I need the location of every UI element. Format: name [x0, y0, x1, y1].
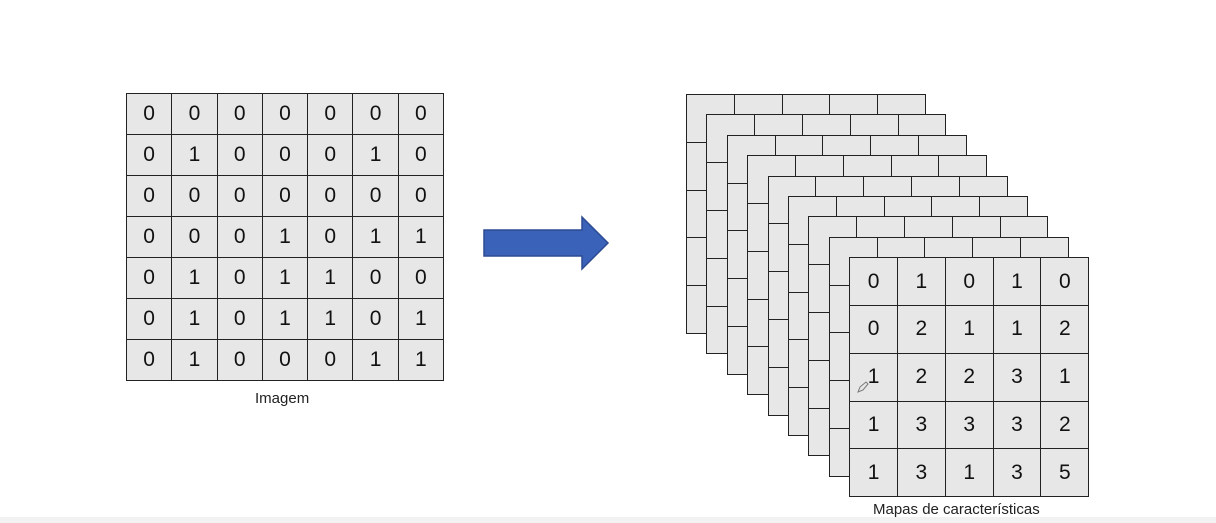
image-cell: 0	[171, 175, 218, 217]
image-cell: 0	[216, 175, 263, 217]
image-cell: 1	[397, 339, 445, 381]
feature-map-cell: 1	[944, 304, 994, 354]
image-cell: 0	[125, 175, 173, 217]
image-cell: 0	[125, 93, 173, 135]
feature-map-cell: 1	[1040, 352, 1090, 402]
image-cell: 0	[307, 339, 354, 381]
feature-map-cell: 1	[849, 352, 898, 402]
image-cell: 1	[352, 134, 399, 176]
image-cell: 0	[352, 93, 399, 135]
image-cell: 1	[352, 339, 399, 381]
feature-map-cell: 1	[849, 400, 898, 450]
feature-map-cell: 2	[1040, 304, 1090, 354]
image-cell: 1	[171, 257, 218, 299]
image-cell: 1	[171, 134, 218, 176]
image-cell: 1	[261, 257, 309, 299]
feature-map-cell: 5	[1040, 448, 1090, 498]
image-caption: Imagem	[255, 390, 310, 407]
image-cell: 1	[171, 339, 218, 381]
feature-map-cell: 1	[849, 448, 898, 498]
image-cell: 0	[307, 216, 354, 258]
feature-map-cell: 3	[992, 352, 1042, 402]
image-cell: 0	[352, 257, 399, 299]
image-cell: 0	[125, 216, 173, 258]
pen-cursor-icon	[857, 381, 869, 393]
feature-maps-caption: Mapas de características	[873, 501, 1040, 518]
image-cell: 0	[397, 257, 445, 299]
feature-map-cell: 1	[896, 257, 946, 306]
image-cell: 0	[307, 134, 354, 176]
feature-map-cell: 2	[1040, 400, 1090, 450]
image-cell: 0	[216, 134, 263, 176]
image-cell: 0	[125, 298, 173, 340]
image-cell: 0	[171, 93, 218, 135]
image-cell: 0	[307, 93, 354, 135]
image-cell: 0	[171, 216, 218, 258]
image-cell: 0	[125, 257, 173, 299]
image-cell: 1	[397, 298, 445, 340]
image-cell: 0	[216, 257, 263, 299]
image-cell: 0	[352, 298, 399, 340]
image-cell: 0	[125, 339, 173, 381]
feature-map-cell: 3	[896, 400, 946, 450]
feature-map-cell: 2	[896, 304, 946, 354]
image-cell: 1	[397, 216, 445, 258]
feature-map-cell: 3	[992, 448, 1042, 498]
bottom-strip	[0, 517, 1216, 523]
image-cell: 1	[307, 257, 354, 299]
feature-map-cell: 0	[849, 257, 898, 306]
image-cell: 1	[352, 216, 399, 258]
feature-map-cell: 1	[992, 304, 1042, 354]
image-cell: 0	[216, 298, 263, 340]
image-cell: 0	[216, 339, 263, 381]
image-cell: 1	[171, 298, 218, 340]
feature-map-cell: 1	[992, 257, 1042, 306]
image-cell: 0	[352, 175, 399, 217]
feature-map-cell: 3	[944, 400, 994, 450]
image-cell: 0	[261, 93, 309, 135]
image-cell: 0	[397, 134, 445, 176]
feature-map-cell: 3	[992, 400, 1042, 450]
feature-map-cell: 1	[944, 448, 994, 498]
feature-map-cell: 2	[944, 352, 994, 402]
image-cell: 0	[397, 93, 445, 135]
feature-map-cell: 0	[849, 304, 898, 354]
image-cell: 0	[216, 93, 263, 135]
image-cell: 0	[307, 175, 354, 217]
image-cell: 0	[261, 339, 309, 381]
image-cell: 0	[397, 175, 445, 217]
image-cell: 0	[261, 134, 309, 176]
right-arrow-icon	[483, 215, 610, 271]
feature-map-cell: 2	[896, 352, 946, 402]
image-cell: 1	[261, 298, 309, 340]
image-cell: 1	[261, 216, 309, 258]
image-cell: 0	[261, 175, 309, 217]
image-cell: 0	[125, 134, 173, 176]
image-cell: 1	[307, 298, 354, 340]
image-cell: 0	[216, 216, 263, 258]
feature-map-cell: 0	[1040, 257, 1090, 306]
feature-map-cell: 0	[944, 257, 994, 306]
feature-map-cell: 3	[896, 448, 946, 498]
